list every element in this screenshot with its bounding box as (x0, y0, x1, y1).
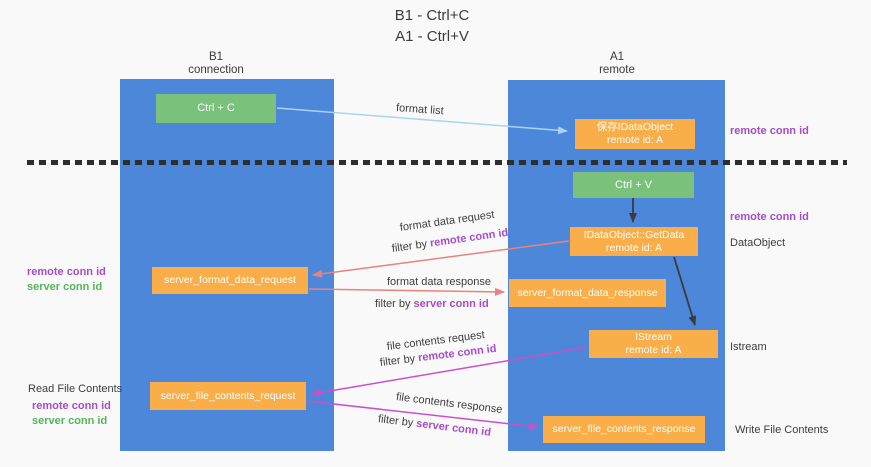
node-saved-idataobject-line1: 保存IDataObject (596, 121, 674, 133)
lane-b1-title: B1 (208, 51, 224, 63)
node-ctrl-v: Ctrl + V (573, 172, 694, 198)
label-remote-conn-id-top-right: remote conn id (730, 125, 809, 137)
node-file-request-label: server_file_contents_request (160, 389, 296, 402)
arrow-format-data-response (308, 287, 505, 296)
label-remote-conn-id-left: remote conn id (27, 266, 106, 278)
node-server-file-contents-response: server_file_contents_response (543, 416, 705, 443)
node-ctrl-c-label: Ctrl + C (197, 102, 235, 114)
edge-label-file-contents-response: file contents response (395, 391, 504, 417)
node-getdata-line2: remote id: A (605, 241, 663, 254)
label-write-file-contents: Write File Contents (735, 424, 829, 436)
filter-prefix: filter by (379, 352, 416, 369)
title-line-1: B1 - Ctrl+C (394, 7, 470, 24)
node-server-format-data-response: server_format_data_response (509, 279, 666, 307)
lane-header-a1: A1 remote (557, 51, 677, 77)
filter-key-server-conn-id: server conn id (413, 298, 489, 310)
label-server-conn-id-left: server conn id (27, 281, 103, 293)
node-istream: IStream remote id: A (589, 330, 718, 358)
label-istream: Istream (730, 341, 767, 353)
filter-prefix: filter by (375, 298, 411, 310)
filter-key-server-conn-id: server conn id (415, 417, 492, 439)
label-remote-conn-id-read: remote conn id (32, 400, 111, 412)
node-ctrl-v-label: Ctrl + V (615, 178, 652, 191)
node-getdata-line1: IDataObject::GetData (583, 228, 685, 241)
node-server-file-contents-request: server_file_contents_request (150, 382, 306, 410)
node-saved-idataobject-line2: remote id: A (606, 134, 664, 146)
node-file-response-label: server_file_contents_response (552, 423, 696, 435)
node-server-format-data-request: server_format_data_request (152, 267, 308, 294)
lane-a1-subtitle: remote (599, 64, 635, 76)
node-idataobject-getdata: IDataObject::GetData remote id: A (570, 227, 698, 256)
lane-header-b1: B1 connection (156, 51, 276, 77)
label-server-conn-id-read: server conn id (32, 415, 108, 427)
diagram-title: B1 - Ctrl+C A1 - Ctrl+V (332, 5, 532, 47)
node-ctrl-c: Ctrl + C (156, 94, 276, 123)
label-read-file-contents: Read File Contents (28, 383, 123, 395)
filter-prefix: filter by (391, 238, 428, 255)
phase-separator-dashed-line (27, 160, 847, 165)
node-istream-line1: IStream (635, 331, 672, 343)
label-dataobject: DataObject (730, 237, 786, 249)
label-remote-conn-id-mid-right: remote conn id (730, 211, 809, 223)
node-saved-idataobject: 保存IDataObject remote id: A (575, 119, 695, 149)
node-format-response-label: server_format_data_response (517, 286, 658, 299)
lane-b1-subtitle: connection (188, 64, 244, 76)
node-format-request-label: server_format_data_request (164, 274, 296, 286)
lane-a1-title: A1 (609, 51, 625, 63)
filter-prefix: filter by (377, 413, 414, 430)
filter-key-remote-conn-id: remote conn id (429, 226, 509, 250)
edge-label-format-data-response: format data response (387, 276, 491, 288)
title-line-2: A1 - Ctrl+V (395, 28, 469, 45)
edge-label-format-list: format list (395, 102, 445, 118)
node-istream-line2: remote id: A (625, 344, 682, 356)
